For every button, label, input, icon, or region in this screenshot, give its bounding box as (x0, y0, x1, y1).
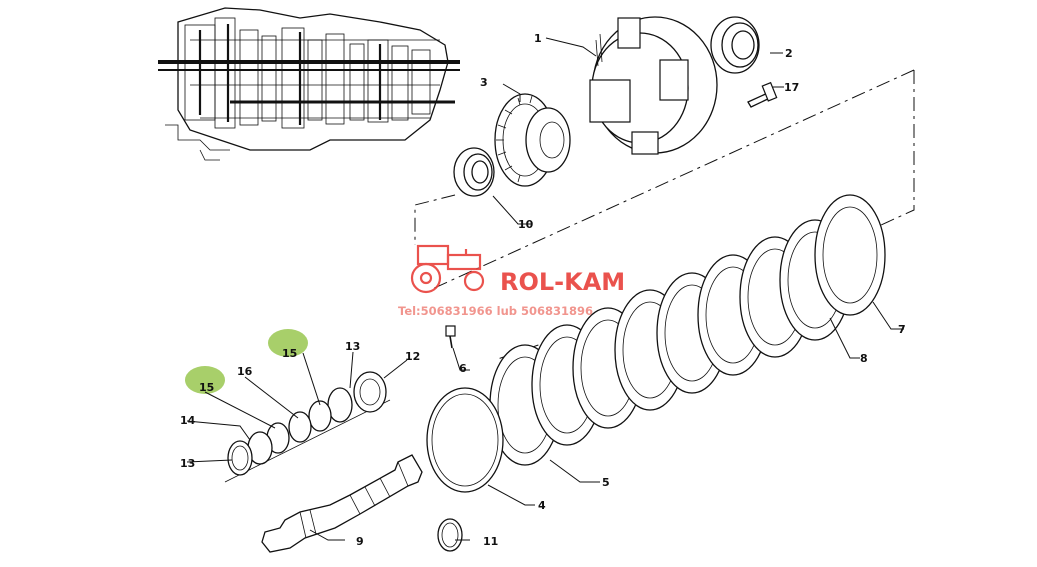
bolt-part-17 (747, 81, 778, 108)
watermark-contact: Tel:506831966 lub 506831896 (398, 304, 593, 318)
callout-4: 4 (538, 499, 546, 512)
tractor-logo (410, 244, 485, 294)
callout-2: 2 (785, 47, 793, 60)
ring-part-4 (426, 387, 504, 493)
transmission-cross-section (158, 7, 460, 161)
callout-13-upper: 13 (345, 340, 360, 353)
callout-6: 6 (459, 362, 467, 375)
callout-8: 8 (860, 352, 868, 365)
clutch-drum-part-1 (589, 16, 718, 155)
clutch-plate-stack (489, 194, 886, 466)
callout-13-lower: 13 (180, 457, 195, 470)
bolt-part-6 (445, 325, 456, 349)
callout-1: 1 (534, 32, 542, 45)
bearing-part-2 (710, 16, 760, 74)
watermark-brand: ROL-KAM (500, 268, 625, 296)
circlip-part-11 (437, 518, 463, 552)
callout-3: 3 (480, 76, 488, 89)
small-ring-group (224, 371, 391, 483)
callout-labels: 1 2 3 4 5 6 7 8 9 10 11 12 13 13 14 15 1… (180, 32, 906, 548)
callout-9: 9 (356, 535, 364, 548)
callout-17: 17 (784, 81, 799, 94)
leader-lines (186, 37, 904, 541)
callout-16: 16 (237, 365, 253, 378)
callout-11: 11 (483, 535, 498, 548)
callout-12: 12 (405, 350, 420, 363)
callout-15-lower: 15 (199, 381, 214, 394)
highlight-oval-15a (268, 329, 308, 357)
gear-part-3 (494, 93, 571, 187)
rol-kam-watermark: ROL-KAM Tel:506831966 lub 506831896 (398, 244, 625, 318)
bearing-part-10 (453, 147, 495, 197)
shaft-part-9 (261, 454, 423, 553)
callout-5: 5 (602, 476, 610, 489)
callout-7: 7 (898, 323, 906, 336)
callout-15-upper: 15 (282, 347, 297, 360)
callout-14: 14 (180, 414, 196, 427)
highlight-oval-15b (185, 366, 225, 394)
callout-10: 10 (518, 218, 534, 231)
